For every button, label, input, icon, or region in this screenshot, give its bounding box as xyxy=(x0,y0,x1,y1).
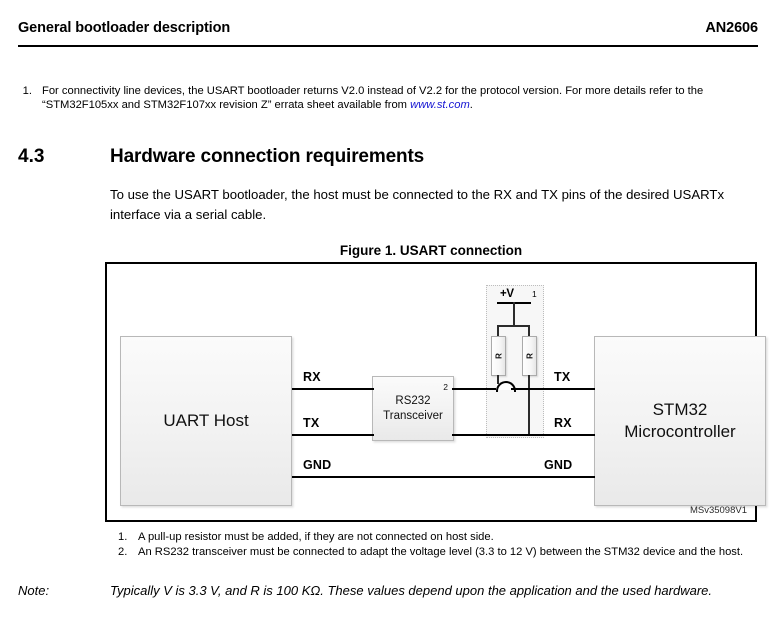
figure-footnote-number: 2. xyxy=(118,546,128,559)
label-host-gnd: GND xyxy=(303,458,332,472)
resistor1-top-wire xyxy=(497,325,499,337)
footnote-text-before: For connectivity line devices, the USART… xyxy=(42,85,704,112)
label-mcu-rx: RX xyxy=(554,416,572,430)
transceiver-footnote-marker: 2 xyxy=(443,382,448,392)
supply-branch-wire xyxy=(497,325,530,327)
wire-host-rx xyxy=(292,388,374,390)
wire-host-tx xyxy=(292,434,374,436)
footnote-text-after: . xyxy=(469,99,473,112)
resistor1-drop-wire xyxy=(497,375,499,390)
block-stm32-line2: Microcontroller xyxy=(624,422,736,441)
footnote-text: For connectivity line devices, the USART… xyxy=(42,84,758,112)
block-rs232-line1: RS232 xyxy=(395,394,431,407)
wire-gnd xyxy=(292,476,595,478)
figure-footnote-item: 1. A pull-up resistor must be added, if … xyxy=(118,530,758,544)
label-host-tx: TX xyxy=(303,416,320,430)
block-uart-host: UART Host xyxy=(120,336,292,506)
wire-mcu-rx xyxy=(452,434,595,436)
pullup-resistor-2: R xyxy=(522,336,537,376)
figure-footnote-text: An RS232 transceiver must be connected t… xyxy=(138,546,744,559)
top-footnote-list: 1. For connectivity line devices, the US… xyxy=(18,84,758,112)
block-uart-host-label: UART Host xyxy=(163,411,249,430)
section-title: Hardware connection requirements xyxy=(110,146,425,167)
figure-footnote-list: 1. A pull-up resistor must be added, if … xyxy=(118,530,758,560)
note-label: Note: xyxy=(18,583,50,598)
header-divider xyxy=(18,45,758,47)
note-block: Note: Typically V is 3.3 V, and R is 100… xyxy=(18,581,758,601)
wire-hop-arc xyxy=(496,381,516,392)
block-rs232-transceiver: 2 RS232 Transceiver xyxy=(372,376,454,441)
resistor-2-label: R xyxy=(525,353,534,359)
label-host-rx: RX xyxy=(303,370,321,384)
label-mcu-tx: TX xyxy=(554,370,571,384)
resistor-1-label: R xyxy=(494,353,503,359)
footnote-number: 1. xyxy=(22,85,32,97)
page-header: General bootloader description AN2606 xyxy=(18,20,758,36)
section-heading: 4.3 Hardware connection requirements xyxy=(18,146,758,168)
header-document-id: AN2606 xyxy=(705,20,758,36)
label-mcu-gnd: GND xyxy=(544,458,573,472)
section-number: 4.3 xyxy=(18,146,45,167)
block-stm32-line1: STM32 xyxy=(652,400,708,419)
figure-id-label: MSv35098V1 xyxy=(689,505,747,516)
figure-footnote-item: 2. An RS232 transceiver must be connecte… xyxy=(118,545,758,559)
figure-caption: Figure 1. USART connection xyxy=(339,243,523,258)
note-text: Typically V is 3.3 V, and R is 100 KΩ. T… xyxy=(110,583,712,598)
supply-stem-wire xyxy=(513,302,515,326)
resistor2-top-wire xyxy=(528,325,530,337)
block-rs232-line2: Transceiver xyxy=(383,409,443,422)
footnote-item: 1. For connectivity line devices, the US… xyxy=(18,84,758,112)
pullup-resistor-1: R xyxy=(491,336,506,376)
st-com-link[interactable]: www.st.com xyxy=(410,99,470,112)
resistor2-drop-wire xyxy=(528,375,530,435)
wire-mcu-tx-right xyxy=(511,388,595,390)
wire-mcu-tx-left xyxy=(452,388,496,390)
section-paragraph: To use the USART bootloader, the host mu… xyxy=(110,187,725,222)
header-section-title: General bootloader description xyxy=(18,20,231,36)
pullup-footnote-marker: 1 xyxy=(532,289,537,299)
figure-footnote-number: 1. xyxy=(118,531,128,543)
supply-voltage-label: +V xyxy=(500,288,514,300)
figure-footnote-text: A pull-up resistor must be added, if the… xyxy=(138,531,494,543)
